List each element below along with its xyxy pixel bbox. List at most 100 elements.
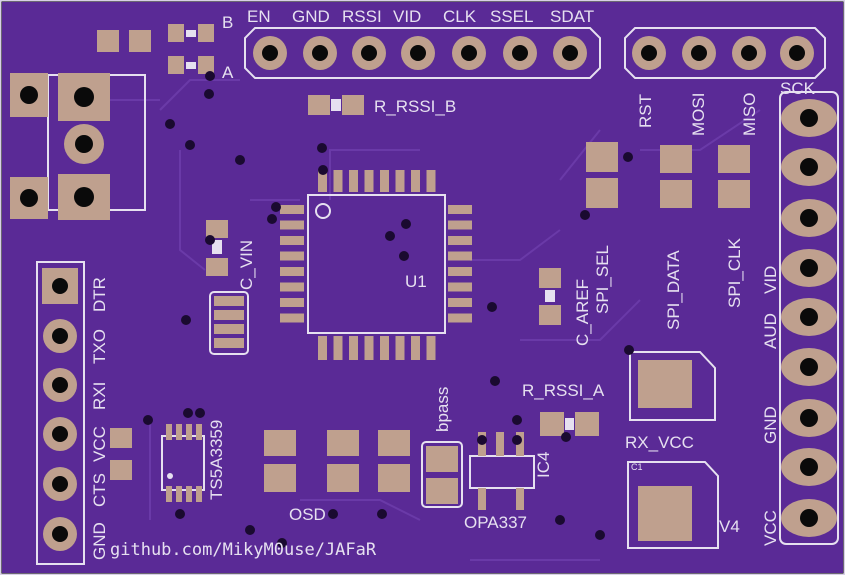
spi-data-pad — [660, 145, 692, 173]
right-header-pin — [781, 249, 837, 287]
rx-vcc-label: RX_VCC — [625, 433, 694, 452]
jumper-b-pad — [168, 24, 184, 42]
v4-label: V4 — [719, 517, 740, 536]
jumper-a-label: A — [222, 63, 234, 82]
via — [181, 315, 191, 325]
ftdi-label-rxi: RXI — [90, 381, 109, 410]
c-aref-pad — [539, 268, 561, 288]
right-header-pin — [781, 148, 837, 186]
top-header-pin — [303, 36, 337, 70]
repo-url-label: github.com/MikyM0use/JAFaR — [110, 540, 377, 560]
via — [401, 219, 411, 229]
u1-pin — [349, 170, 358, 192]
spi-clk-label: SPI_CLK — [725, 238, 744, 308]
via — [175, 509, 185, 519]
u1-pin — [395, 336, 405, 360]
ftdi-header — [36, 261, 85, 565]
c-vin-label: C_VIN — [237, 239, 256, 290]
u1-pin — [395, 170, 405, 192]
power-connector — [10, 73, 146, 220]
jumper-a-pad — [198, 56, 214, 74]
ftdi-label-dtr: DTR — [90, 277, 109, 312]
via — [317, 143, 327, 153]
right-header-label-vid: VID — [761, 265, 780, 294]
v4-regulator — [627, 461, 719, 549]
u1-chip — [280, 170, 472, 360]
right-header-pin — [781, 199, 837, 237]
u1-label: U1 — [405, 272, 427, 291]
top-header — [244, 27, 601, 79]
traces — [100, 79, 761, 561]
ftdi-label-vcc: VCC — [90, 426, 109, 462]
spi-header-label-miso: MISO — [740, 92, 759, 136]
via — [512, 415, 522, 425]
top-smd-pad — [97, 30, 119, 52]
top-header-label-rssi: RSSI — [342, 7, 382, 26]
top-header-label-gnd: GND — [292, 7, 330, 26]
jumper-b-label: B — [222, 13, 234, 32]
spi-data-label: SPI_DATA — [664, 250, 683, 330]
rx-vcc-regulator — [629, 351, 716, 421]
c-vin-pad — [206, 258, 228, 276]
u1-pin — [448, 282, 472, 292]
c-vin-body — [212, 240, 222, 254]
spi-header-pin — [732, 36, 766, 70]
u1-pin — [411, 170, 420, 192]
spi-header-pin — [682, 36, 716, 70]
right-header-pin — [781, 298, 837, 336]
via — [195, 408, 205, 418]
bpass-cap — [421, 441, 463, 508]
r-rssi-b-body — [331, 99, 341, 111]
c1-label: C1 — [631, 462, 643, 472]
u1-pin — [448, 236, 472, 245]
via — [385, 231, 395, 241]
via — [377, 509, 387, 519]
via — [204, 89, 214, 99]
ic4-label: IC4 — [534, 451, 553, 478]
u1-pin — [280, 220, 304, 230]
ftdi-header-pin — [43, 368, 77, 402]
via — [555, 515, 565, 525]
smd-array — [209, 291, 249, 355]
r-rssi-b-label: R_RSSI_B — [374, 97, 457, 116]
top-header-pin — [401, 36, 435, 70]
right-header-pin — [781, 448, 837, 486]
u1-pin — [349, 336, 358, 360]
u1-pin — [448, 251, 472, 261]
right-header-label-gnd: GND — [761, 406, 780, 444]
ftdi-label-txo: TXO — [90, 329, 109, 364]
osd-pads — [264, 430, 410, 492]
r-rssi-b-pad — [342, 95, 364, 115]
via — [399, 251, 409, 261]
top-smd-pad — [129, 30, 151, 52]
spi-sel-label: SPI_SEL — [593, 245, 612, 314]
via — [183, 408, 193, 418]
ts5a3359-chip — [161, 424, 205, 502]
via — [277, 538, 287, 548]
right-header-pin — [781, 348, 837, 386]
smd-pad — [110, 428, 132, 448]
via — [477, 435, 487, 445]
u1-pin — [411, 336, 420, 360]
u1-pin — [448, 220, 472, 230]
via — [271, 202, 281, 212]
top-header-pin — [352, 36, 386, 70]
ftdi-header-pin — [43, 319, 77, 353]
via — [245, 525, 255, 535]
top-header-label-en: EN — [247, 7, 271, 26]
ts5a3359-label: TS5A3359 — [207, 419, 226, 500]
via — [623, 152, 633, 162]
via — [595, 530, 605, 540]
right-header-label-aud: AUD — [761, 313, 780, 349]
ftdi-label-gnd: GND — [90, 522, 109, 560]
r-rssi-b-pad — [308, 95, 330, 115]
r-rssi-a-label: R_RSSI_A — [522, 381, 605, 400]
via — [561, 432, 571, 442]
top-header-pin — [452, 36, 486, 70]
u1-pin — [426, 336, 436, 360]
top-header-pin — [503, 36, 537, 70]
via — [165, 119, 175, 129]
osd-label: OSD — [289, 505, 326, 524]
